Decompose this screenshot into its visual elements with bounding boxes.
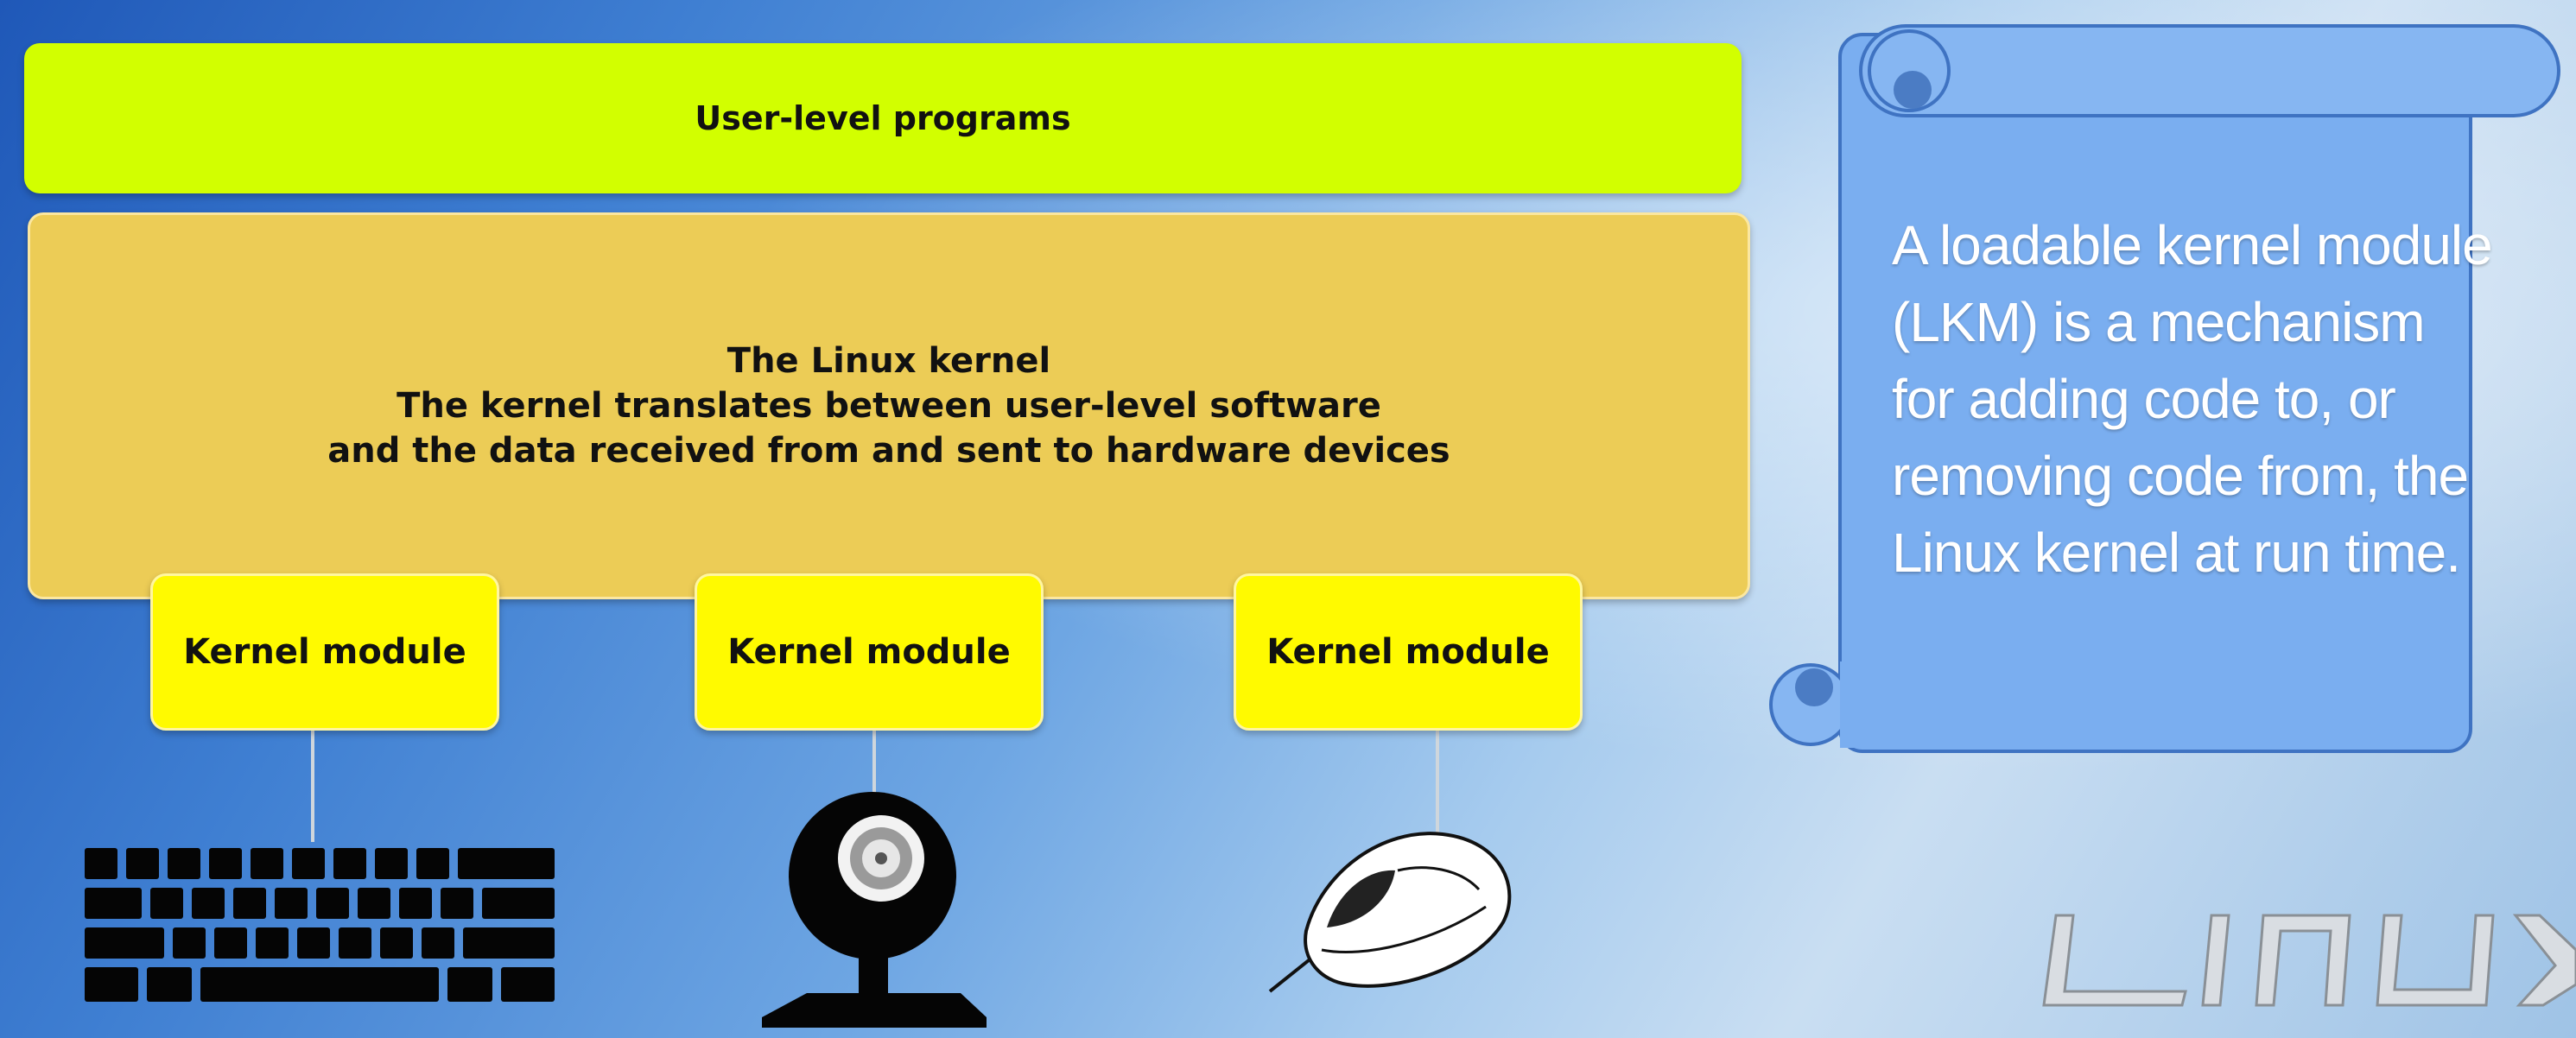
kernel-title: The Linux kernel xyxy=(726,341,1051,381)
linux-kernel-box: The Linux kernel The kernel translates b… xyxy=(28,212,1750,599)
webcam-icon xyxy=(762,792,987,1028)
user-level-programs-box: User-level programs xyxy=(24,43,1742,193)
kernel-module-box: Kernel module xyxy=(150,573,499,731)
kernel-module-label: Kernel module xyxy=(1266,632,1550,672)
keyboard-icon xyxy=(85,848,555,1002)
mouse-icon xyxy=(1268,832,1512,993)
scroll-note xyxy=(1769,24,2560,753)
user-level-programs-label: User-level programs xyxy=(695,99,1071,137)
kernel-description-line-2: and the data received from and sent to h… xyxy=(327,431,1450,471)
kernel-module-label: Kernel module xyxy=(183,632,466,672)
linux-logo xyxy=(2042,914,2576,1007)
kernel-module-box: Kernel module xyxy=(695,573,1044,731)
lkm-definition-text: A loadable kernel module (LKM) is a mech… xyxy=(1892,214,2493,584)
kernel-module-box: Kernel module xyxy=(1234,573,1583,731)
kernel-description-line-1: The kernel translates between user-level… xyxy=(397,386,1381,426)
kernel-module-label: Kernel module xyxy=(727,632,1011,672)
